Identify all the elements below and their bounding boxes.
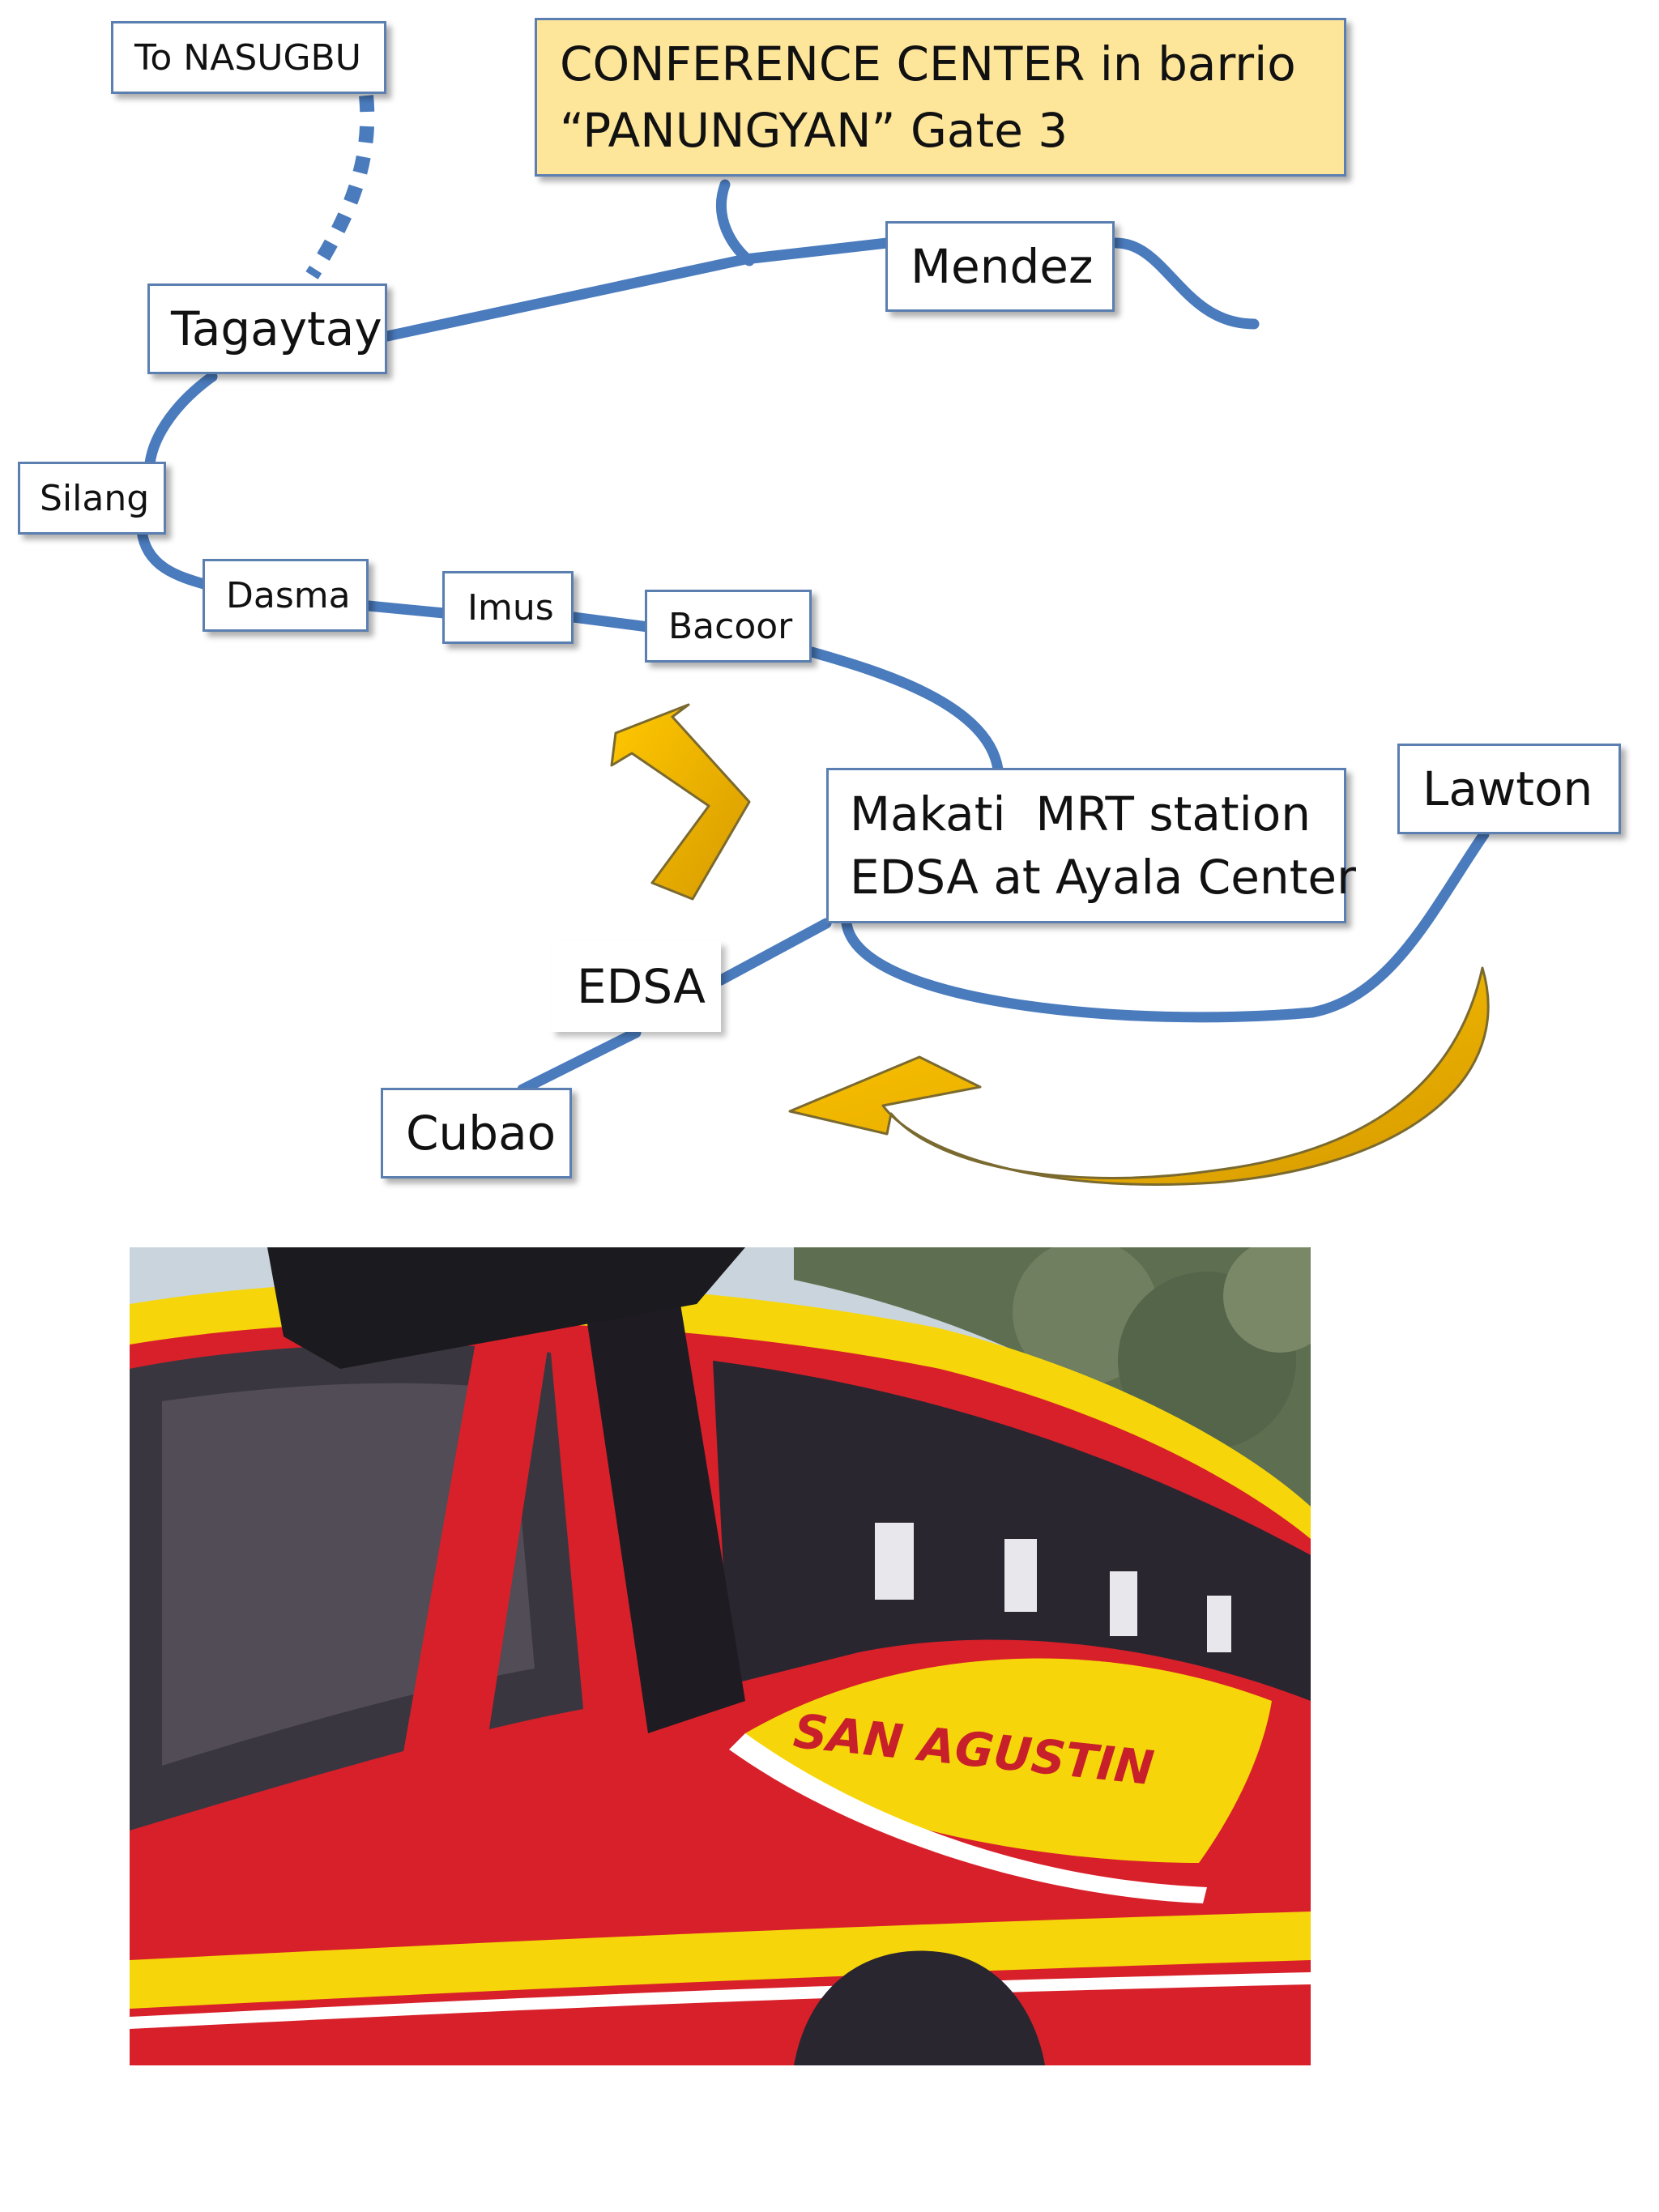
label-cubao: Cubao (381, 1088, 572, 1178)
label-mendez: Mendez (885, 221, 1115, 312)
label-lawton-text: Lawton (1422, 761, 1593, 816)
route-conference-branch (716, 179, 755, 266)
curved-arrow-icon (788, 966, 1490, 1186)
bus-white-stripe (729, 1733, 1207, 1903)
conference-center-callout: CONFERENCE CENTER in barrio “PANUNGYAN” … (535, 18, 1346, 177)
route-dasma-imus (363, 600, 450, 619)
label-tagaytay: Tagaytay (147, 283, 387, 374)
label-edsa-text: EDSA (577, 959, 706, 1014)
label-imus-text: Imus (467, 586, 554, 629)
bus-illustration: SAN AGUSTIN (130, 1247, 1311, 2065)
label-dasma: Dasma (203, 559, 369, 632)
route-nasugbu-dotted (305, 95, 375, 279)
bus-lower-stripe (130, 1912, 1311, 2009)
makati-line-1: Makati MRT station (850, 786, 1311, 842)
route-bacoor-makati (806, 646, 1004, 775)
bus-side-windows (713, 1361, 1311, 1701)
label-makati-mrt: Makati MRT station EDSA at Ayala Center (826, 768, 1356, 923)
label-bacoor-text: Bacoor (668, 605, 793, 647)
route-tagaytay-silang (144, 371, 218, 469)
route-map (136, 95, 1490, 1186)
route-edsa-cubao (517, 1027, 642, 1095)
makati-line-2: EDSA at Ayala Center (850, 850, 1356, 905)
label-imus: Imus (442, 571, 574, 644)
label-to-nasugbu-text: To NASUGBU (134, 36, 361, 79)
label-edsa: EDSA (551, 941, 721, 1032)
conference-line-2: “PANUNGYAN” Gate 3 (560, 103, 1068, 158)
conference-line-1: CONFERENCE CENTER in barrio (560, 36, 1296, 92)
route-mendez-east (1111, 237, 1260, 330)
label-lawton: Lawton (1397, 744, 1621, 834)
label-dasma-text: Dasma (226, 574, 351, 616)
chevron-arrow-icon (610, 703, 751, 901)
bus-photo: SAN AGUSTIN (130, 1247, 1311, 2065)
label-tagaytay-text: Tagaytay (171, 301, 382, 356)
bus-side-mirror (267, 1247, 745, 1369)
label-cubao-text: Cubao (406, 1106, 557, 1161)
route-makati-edsa (715, 918, 832, 986)
route-tagaytay-mendez (382, 237, 893, 342)
bus-a-pillar (348, 1328, 551, 2065)
label-silang-text: Silang (40, 477, 150, 519)
label-to-nasugbu: To NASUGBU (111, 21, 386, 94)
route-makati-lawton (841, 829, 1490, 1023)
label-mendez-text: Mendez (911, 239, 1094, 294)
bus-roof-stripe (130, 1281, 1311, 1539)
route-silang-dasma (136, 525, 212, 590)
route-imus-bacoor (568, 612, 654, 633)
bus-black-pillar (583, 1296, 745, 1733)
label-bacoor: Bacoor (645, 590, 812, 663)
label-silang: Silang (18, 462, 166, 535)
bus-wheel-arch (794, 1950, 1045, 2065)
